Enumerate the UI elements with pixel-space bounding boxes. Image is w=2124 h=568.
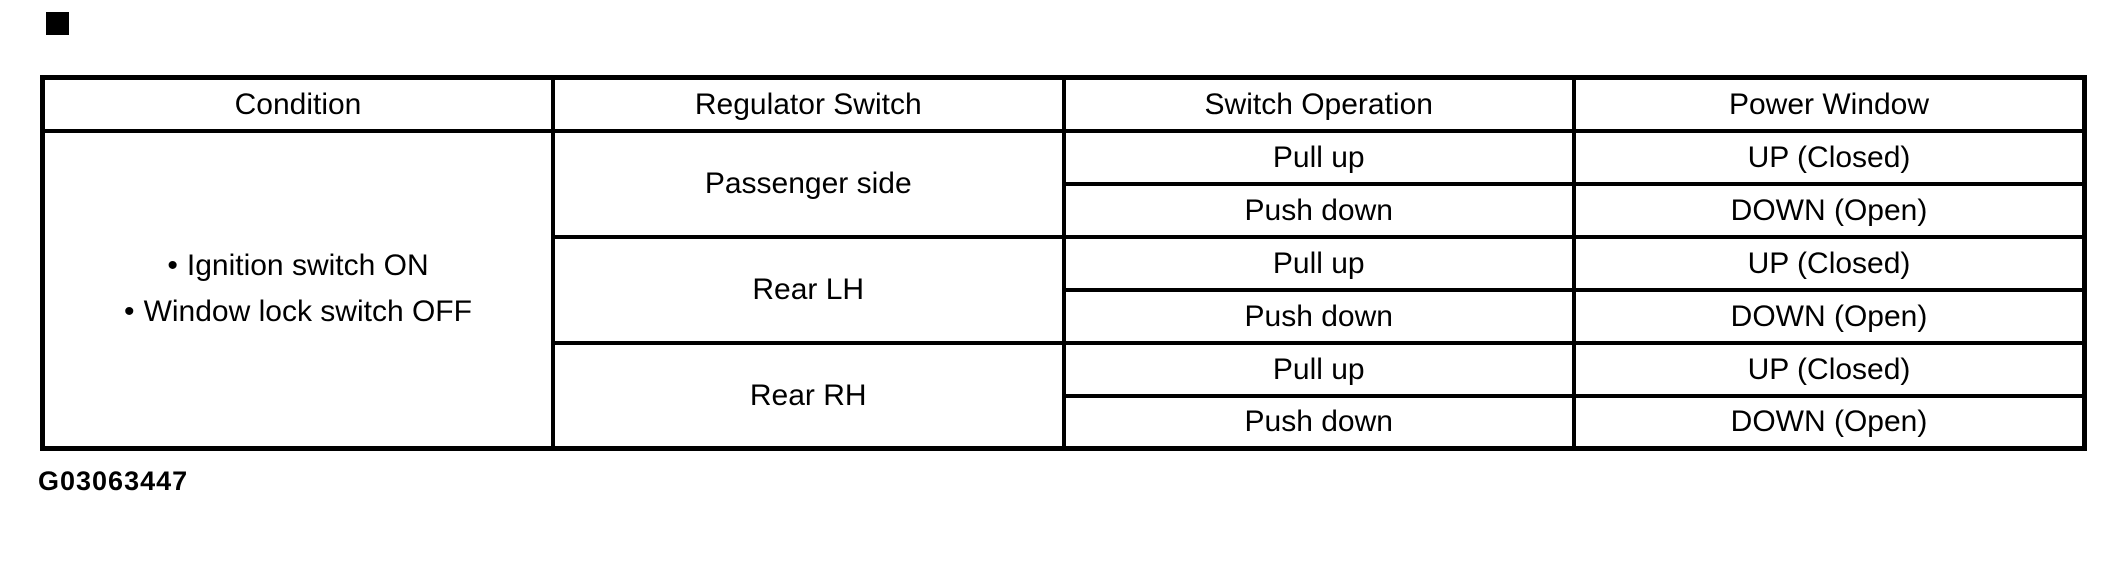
- power-window-cell: DOWN (Open): [1572, 181, 2087, 239]
- header-cell-condition: Condition: [40, 75, 555, 133]
- condition-item-window-lock: •Window lock switch OFF: [46, 289, 549, 335]
- switch-operation-cell: Pull up: [1061, 234, 1576, 292]
- table-row: Push down DOWN (Open): [43, 287, 2087, 345]
- switch-operation-cell: Push down: [1061, 181, 1576, 239]
- condition-item-label: Ignition switch ON: [186, 249, 429, 283]
- figure-id-caption: G03063447: [38, 466, 189, 496]
- switch-operation-cell: Push down: [1061, 287, 1576, 345]
- regulator-cell-rear-rh: Rear RH: [551, 340, 1066, 451]
- power-window-cell: UP (Closed): [1572, 234, 2087, 292]
- regulator-cell-passenger-side: Passenger side: [551, 128, 1066, 239]
- switch-operation-cell: Push down: [1061, 393, 1576, 451]
- condition-item-ignition: •Ignition switch ON: [46, 243, 549, 289]
- power-window-cell: UP (Closed): [1572, 128, 2087, 186]
- switch-operation-cell: Pull up: [1061, 128, 1576, 186]
- table-row: •Ignition switch ON •Window lock switch …: [40, 128, 2087, 451]
- power-window-cell: DOWN (Open): [1572, 393, 2087, 451]
- power-window-cell: UP (Closed): [1572, 340, 2087, 398]
- bullet-icon: •: [167, 249, 178, 283]
- table-row: Push down DOWN (Open): [43, 393, 2087, 451]
- power-window-cell: DOWN (Open): [1572, 287, 2087, 345]
- table-header-row: Condition Regulator Switch Switch Operat…: [40, 75, 2087, 133]
- power-window-operation-table: Condition Regulator Switch Switch Operat…: [40, 75, 2087, 451]
- condition-item-label: Window lock switch OFF: [143, 295, 472, 329]
- regulator-cell-rear-lh: Rear LH: [551, 234, 1066, 345]
- header-cell-power-window: Power Window: [1572, 75, 2087, 133]
- switch-operation-cell: Pull up: [1061, 340, 1576, 398]
- table-row: Rear RH Pull up UP (Closed): [43, 340, 2087, 451]
- table-row: Rear LH Pull up UP (Closed): [43, 234, 2087, 345]
- header-cell-switch-operation: Switch Operation: [1061, 75, 1576, 133]
- table-row: Push down DOWN (Open): [43, 181, 2087, 239]
- bullet-icon: •: [124, 295, 135, 329]
- header-cell-regulator-switch: Regulator Switch: [551, 75, 1066, 133]
- condition-cell: •Ignition switch ON •Window lock switch …: [40, 128, 555, 451]
- corner-marker-square: [46, 12, 69, 35]
